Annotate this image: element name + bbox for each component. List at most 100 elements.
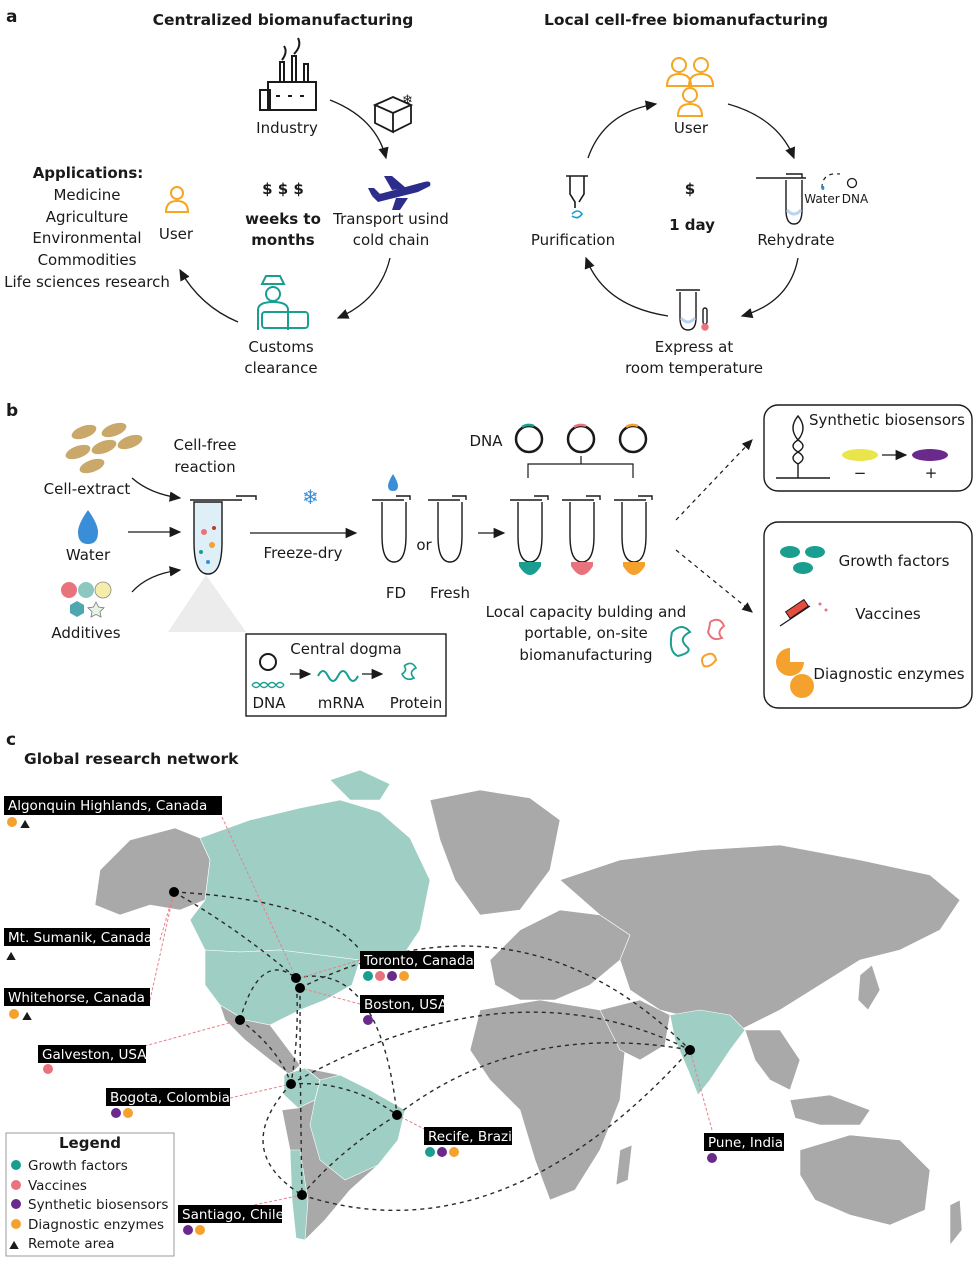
site-name: Galveston, USA: [42, 1047, 147, 1063]
airplane-icon: [368, 176, 431, 210]
dashed-arrow: [675, 439, 753, 521]
express-tube-icon: [676, 289, 709, 331]
plasmid-icon: [259, 653, 277, 671]
or-label: or: [416, 536, 432, 554]
site-marker: [286, 1079, 296, 1089]
on-state-icon: [912, 449, 948, 461]
protein-icon: [400, 662, 418, 681]
product-dot: [399, 971, 409, 981]
express-line2: room temperature: [625, 359, 763, 377]
product-dot: [363, 1015, 373, 1025]
reaction-line1: Cell-free: [173, 436, 236, 454]
fd-tube-icon: [372, 495, 411, 563]
water-drop-icon: [388, 474, 398, 491]
biosensor-box: Synthetic biosensors − +: [763, 404, 973, 492]
site-name: Pune, India: [708, 1135, 783, 1151]
dna-label: DNA: [842, 192, 869, 206]
site-marker: [291, 973, 301, 983]
dna-plasmids-icon: [514, 423, 648, 454]
centralized-section: Centralized biomanufacturing Industry ❄ …: [4, 11, 449, 377]
product-dot: [9, 1009, 19, 1019]
transport-line1: Transport usind: [332, 210, 449, 228]
product-dot: [7, 817, 17, 827]
tube-icon: [756, 173, 806, 225]
growth-factors-label: Growth factors: [839, 552, 950, 570]
express-line1: Express at: [655, 338, 734, 356]
centralized-cost: $ $ $: [262, 180, 304, 198]
application-item: Medicine: [53, 186, 120, 204]
cell-extract-label: Cell-extract: [44, 480, 131, 498]
vaccines-label: Vaccines: [855, 605, 921, 623]
customs-line1: Customs: [248, 338, 313, 356]
remote-area-icon: ⛰: [6, 949, 16, 963]
site-labels: Algonquin Highlands, Canada Mt. Sumanik,…: [4, 796, 784, 1223]
site-marker: [295, 983, 305, 993]
water-drop-icon: [821, 184, 825, 190]
purification-label: Purification: [531, 231, 615, 249]
product-dot: [707, 1153, 717, 1163]
site-marker: [169, 887, 179, 897]
cycle-arrow: [329, 99, 389, 160]
product-dot: [195, 1225, 205, 1235]
site-marker: [392, 1110, 402, 1120]
industry-label: Industry: [256, 119, 318, 137]
growth-factor-icon: [780, 546, 800, 558]
product-dot: [387, 971, 397, 981]
legend-item: Growth factors: [28, 1158, 128, 1174]
panel-label-a: a: [6, 7, 17, 27]
site-name: Santiago, Chile: [182, 1207, 284, 1223]
time-line2: months: [251, 231, 314, 249]
remote-area-icon: ⛰: [20, 817, 30, 831]
flow-arrow: [131, 566, 182, 593]
product-dot: [437, 1147, 447, 1157]
additives-label: Additives: [51, 624, 120, 642]
products-box: Growth factors Vaccines Diagnostic enzym…: [763, 521, 973, 709]
legend-item: Remote area: [28, 1236, 114, 1252]
legend-swatch: [11, 1180, 21, 1190]
svg-text:❄: ❄: [402, 93, 413, 108]
cycle-arrow: [179, 268, 239, 323]
local-capacity-line2: portable, on-site: [524, 624, 648, 642]
minus-label: −: [854, 464, 867, 482]
mrna-icon: [317, 670, 359, 682]
application-item: Commodities: [38, 251, 137, 269]
legend-swatch: [11, 1199, 21, 1209]
water-label-b: Water: [66, 546, 111, 564]
cycle-arrow: [584, 256, 669, 317]
site-marker: [685, 1045, 695, 1055]
biosensors-label: Synthetic biosensors: [809, 411, 965, 429]
cycle-arrow: [740, 257, 799, 319]
transport-line2: cold chain: [353, 231, 430, 249]
local-capacity-line1: Local capacity bulding and: [486, 603, 687, 621]
local-capacity-line3: biomanufacturing: [519, 646, 652, 664]
panel-label-b: b: [6, 401, 18, 421]
off-state-icon: [842, 449, 878, 461]
factory-icon: [259, 37, 317, 111]
product-dot: [43, 1064, 53, 1074]
riboswitch-icon: [776, 414, 830, 479]
local-user-label: User: [674, 119, 709, 137]
site-name: Boston, USA: [364, 997, 448, 1013]
site-dots: ⛰ ⛰ ⛰: [6, 817, 717, 1235]
flow-arrow: [131, 477, 182, 502]
map-title: Global research network: [24, 750, 239, 768]
product-dot: [111, 1108, 121, 1118]
applications-title: Applications:: [33, 164, 144, 182]
dogma-protein-label: Protein: [390, 694, 443, 712]
centralized-user-label: User: [159, 225, 194, 243]
site-name: Recife, Brazil: [428, 1129, 516, 1145]
application-item: Life sciences research: [4, 273, 170, 291]
fresh-label: Fresh: [430, 584, 470, 602]
cycle-arrow: [727, 103, 795, 160]
site-name: Toronto, Canada: [363, 953, 474, 969]
product-dot: [375, 971, 385, 981]
dogma-mrna-label: mRNA: [318, 694, 365, 712]
dna-label-b: DNA: [469, 432, 503, 450]
product-tubes-icon: [510, 495, 653, 575]
purification-column-icon: [566, 175, 588, 219]
local-time: 1 day: [669, 216, 715, 234]
product-dot: [183, 1225, 193, 1235]
snowflake-icon: ❄: [302, 485, 319, 509]
legend-swatch: [11, 1160, 21, 1170]
water-label: Water: [804, 192, 840, 206]
